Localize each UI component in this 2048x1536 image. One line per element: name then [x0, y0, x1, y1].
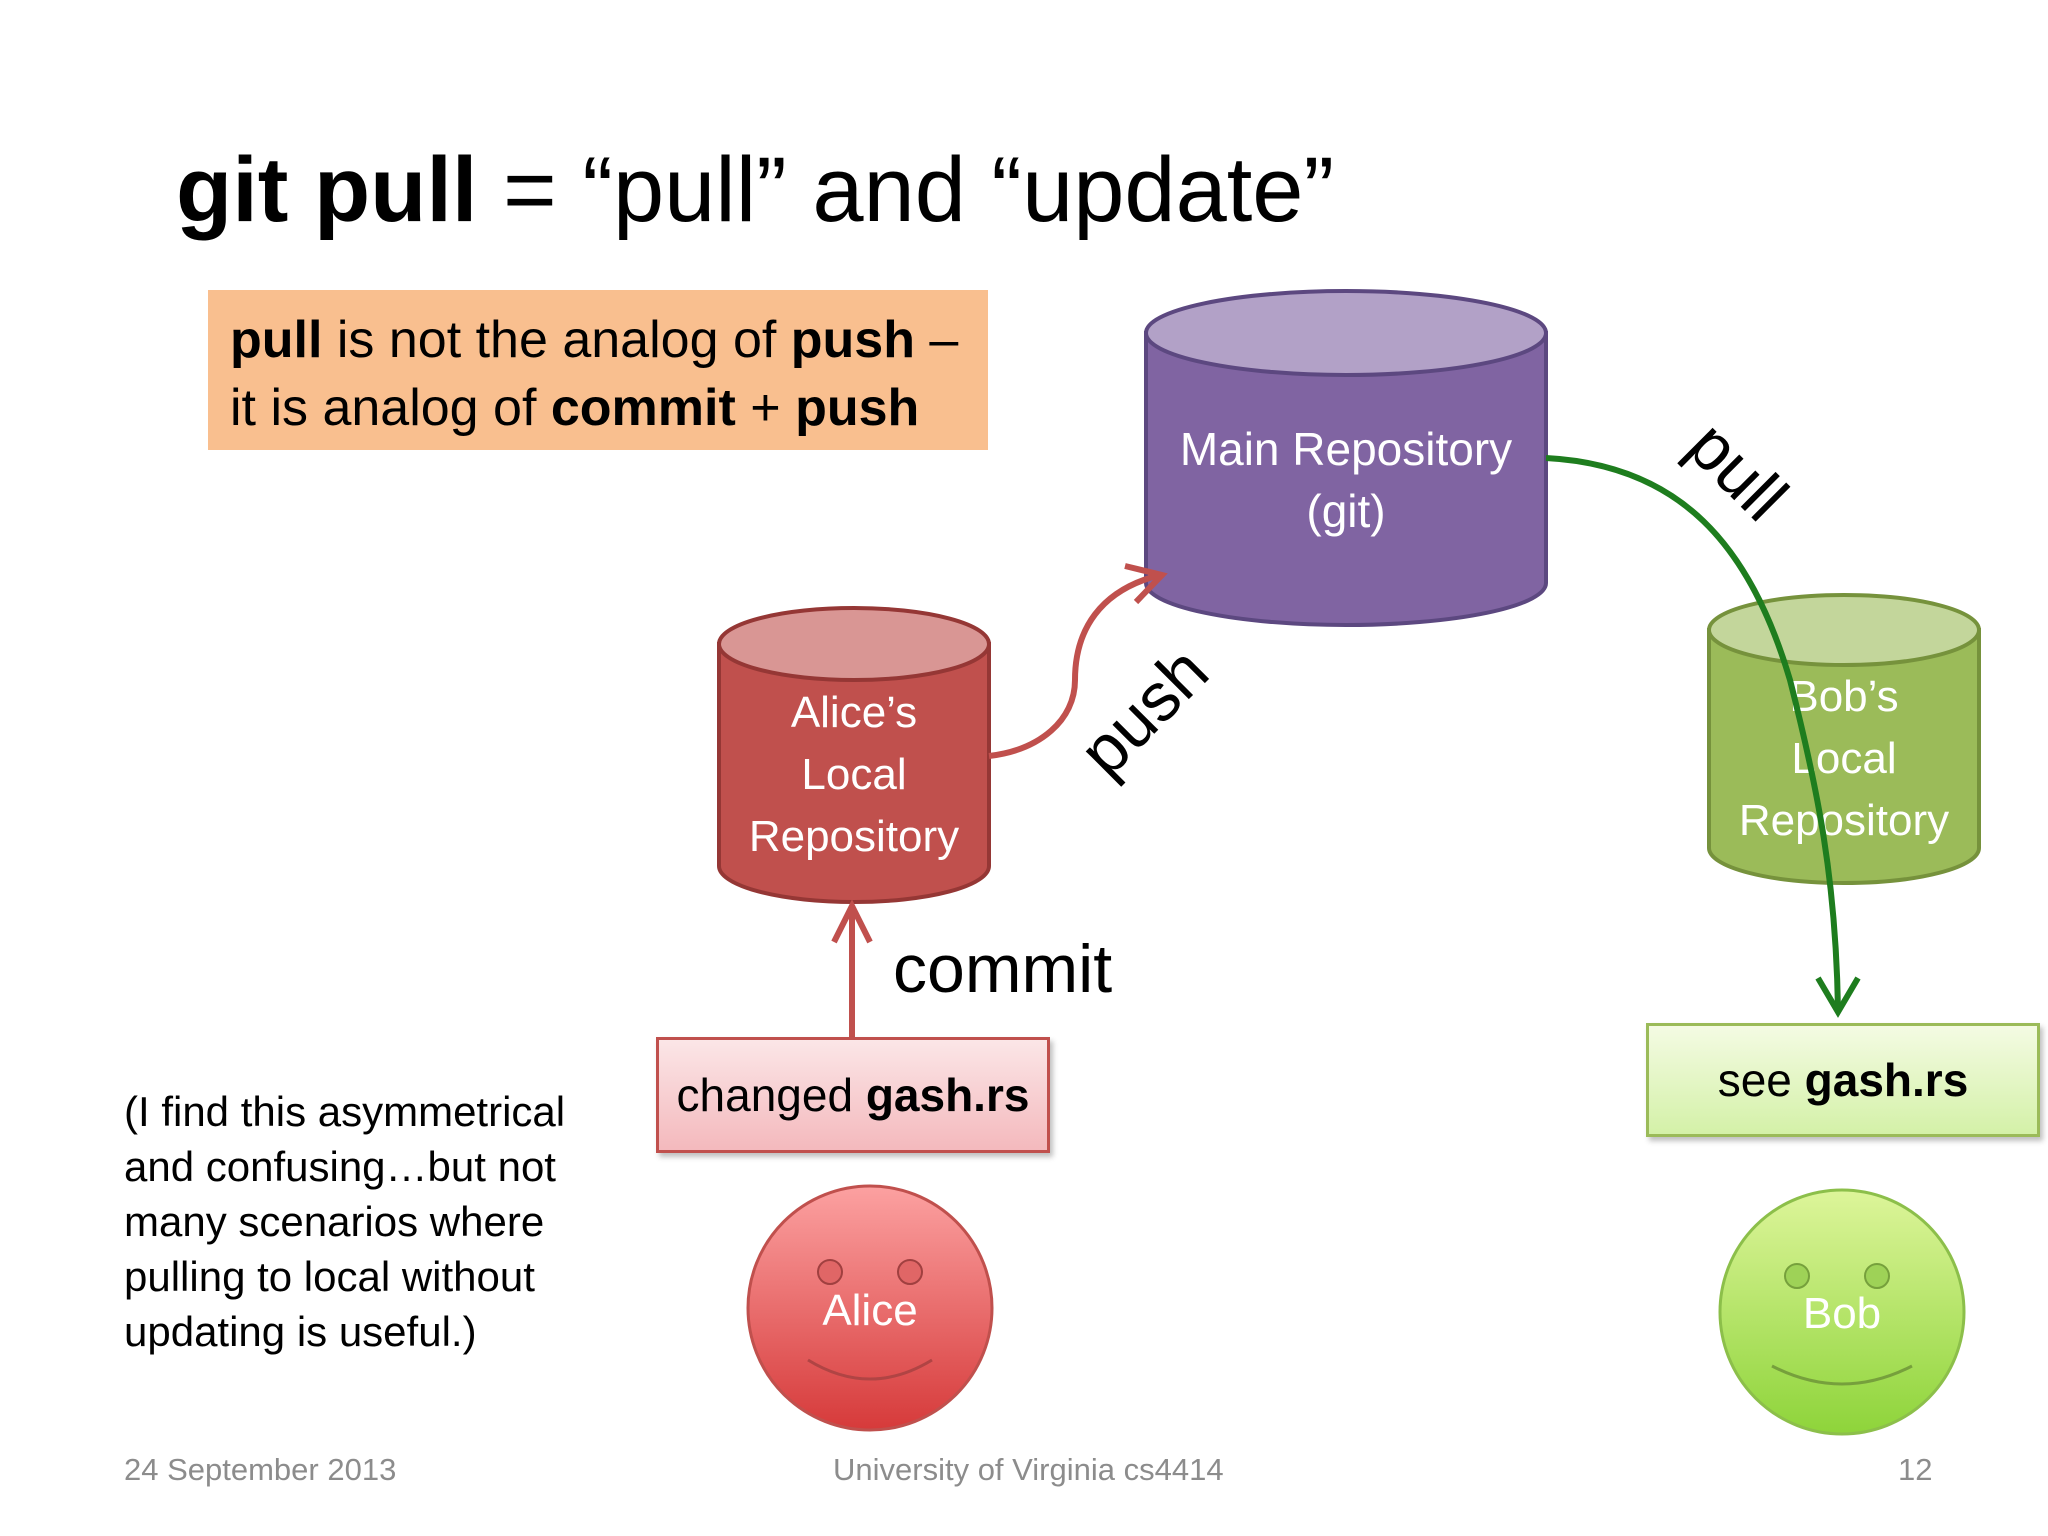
title-rest: = “pull” and “update”	[477, 139, 1335, 241]
file-name: gash.rs	[1804, 1054, 1969, 1106]
aside-line: pulling to local without	[124, 1253, 535, 1300]
title-command: git pull	[176, 139, 478, 241]
slide-title: git pull = “pull” and “update”	[176, 138, 1334, 244]
aside-line: many scenarios where	[124, 1198, 545, 1245]
note-term-push: push	[795, 379, 920, 437]
file-name: gash.rs	[865, 1069, 1030, 1121]
main-repo-label-1: Main Repository	[1180, 423, 1512, 475]
note-text: it is analog of	[230, 379, 551, 437]
bob-repo-label-3: Repository	[1739, 796, 1949, 845]
file-prefix: changed	[676, 1069, 866, 1121]
bob-repository-cylinder: Bob’s Local Repository	[1707, 593, 1981, 885]
push-arrow	[988, 563, 1168, 759]
bob-smiley: Bob	[1718, 1188, 1966, 1436]
alice-smiley: Alice	[746, 1184, 994, 1432]
aside-line: updating is useful.)	[124, 1308, 477, 1355]
aside-line: and confusing…but not	[124, 1143, 556, 1190]
push-label: push	[1065, 633, 1223, 791]
note-text: –	[914, 311, 959, 369]
footer-course: University of Virginia cs4414	[833, 1452, 1224, 1487]
aside-comment: (I find this asymmetrical and confusing……	[124, 1084, 644, 1359]
main-repository-cylinder: Main Repository (git)	[1144, 289, 1548, 627]
pull-arrow	[1545, 455, 1861, 1018]
commit-label: commit	[893, 931, 1112, 1007]
note-term-commit: commit	[550, 379, 736, 437]
main-repo-label-2: (git)	[1306, 485, 1385, 537]
note-text: +	[735, 379, 796, 437]
note-line-1: pull is not the analog of push –	[230, 306, 968, 374]
alice-repo-label-3: Repository	[749, 812, 959, 861]
pull-label: pull	[1673, 407, 1802, 536]
alice-name: Alice	[822, 1286, 917, 1335]
note-box: pull is not the analog of push – it is a…	[208, 290, 988, 450]
bob-see-file-box: see gash.rs	[1646, 1023, 2040, 1137]
aside-line: (I find this asymmetrical	[124, 1088, 566, 1135]
note-text: is not the analog of	[322, 311, 791, 369]
note-term-push: push	[790, 311, 915, 369]
commit-arrow	[831, 899, 873, 1037]
alice-repo-label-1: Alice’s	[791, 688, 917, 737]
alice-repo-label-2: Local	[801, 750, 906, 799]
note-term-pull: pull	[230, 311, 323, 369]
note-line-2: it is analog of commit + push	[230, 374, 968, 442]
footer-page-number: 12	[1898, 1452, 1933, 1487]
footer-date: 24 September 2013	[124, 1452, 397, 1487]
alice-repository-cylinder: Alice’s Local Repository	[717, 606, 991, 904]
bob-name: Bob	[1803, 1289, 1881, 1338]
alice-changed-file-box: changed gash.rs	[656, 1037, 1050, 1153]
file-prefix: see	[1717, 1054, 1805, 1106]
bob-repo-label-1: Bob’s	[1789, 672, 1898, 721]
